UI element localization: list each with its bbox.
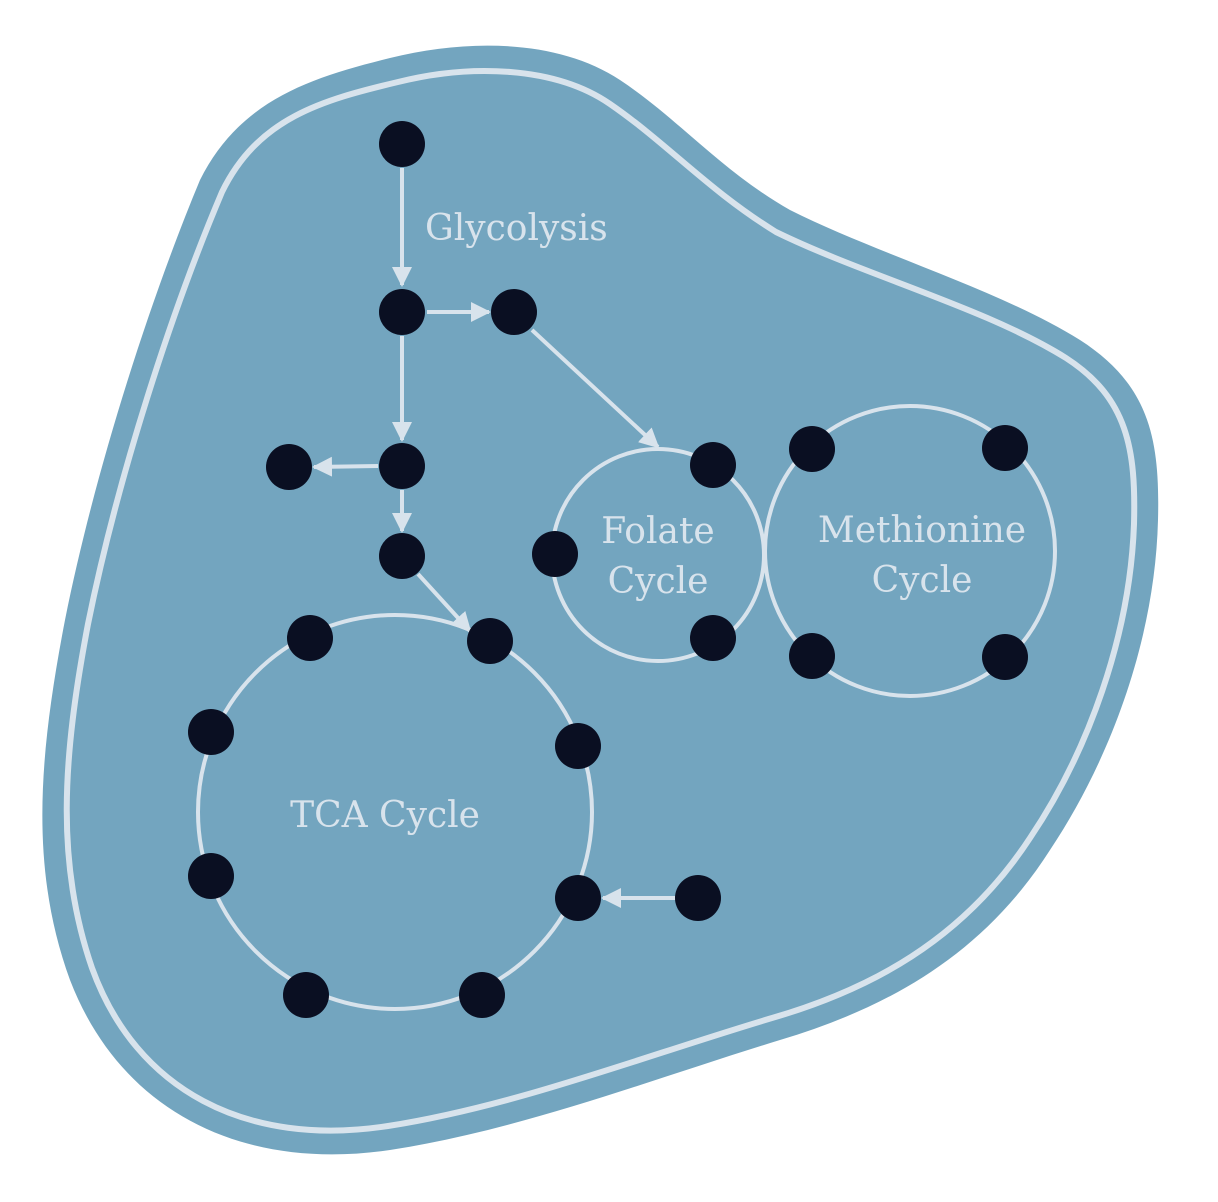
glycolysis-label: Glycolysis [425, 208, 608, 249]
cell-membrane [63, 68, 1138, 1134]
methionine-cycle-label-line1: Methionine [818, 510, 1026, 551]
metabolite-nodes [188, 121, 1028, 1018]
methionine-cycle-label-line2: Cycle [872, 560, 973, 601]
tca-node [459, 972, 505, 1018]
pathway-arrows [312, 168, 675, 908]
tca-node [188, 853, 234, 899]
metabolite-node [266, 444, 312, 490]
arrow-to-tca-cycle [416, 572, 472, 633]
methionine-node [789, 426, 835, 472]
tca-node [555, 875, 601, 921]
tca-node [287, 615, 333, 661]
folate-cycle-label-line1: Folate [601, 511, 714, 552]
methionine-cycle-ring [763, 404, 1057, 698]
metabolite-node [675, 875, 721, 921]
tca-node [188, 709, 234, 755]
folate-node [690, 442, 736, 488]
tca-cycle-label: TCA Cycle [290, 795, 480, 836]
folate-node [532, 531, 578, 577]
methionine-node [982, 634, 1028, 680]
folate-cycle-label-line2: Cycle [608, 561, 709, 602]
cell-body [42, 45, 1159, 1155]
tca-cycle-ring [196, 613, 594, 1011]
metabolite-node [491, 289, 537, 335]
arrow-branch-left [312, 456, 379, 477]
methionine-node [789, 633, 835, 679]
tca-node [283, 972, 329, 1018]
methionine-node [982, 425, 1028, 471]
metabolite-node [379, 121, 425, 167]
metabolite-node [379, 533, 425, 579]
metabolite-node [379, 443, 425, 489]
metabolite-node [379, 289, 425, 335]
tca-node [467, 618, 513, 664]
arrow-to-folate-cycle [530, 328, 660, 449]
folate-node [690, 615, 736, 661]
tca-node [555, 723, 601, 769]
